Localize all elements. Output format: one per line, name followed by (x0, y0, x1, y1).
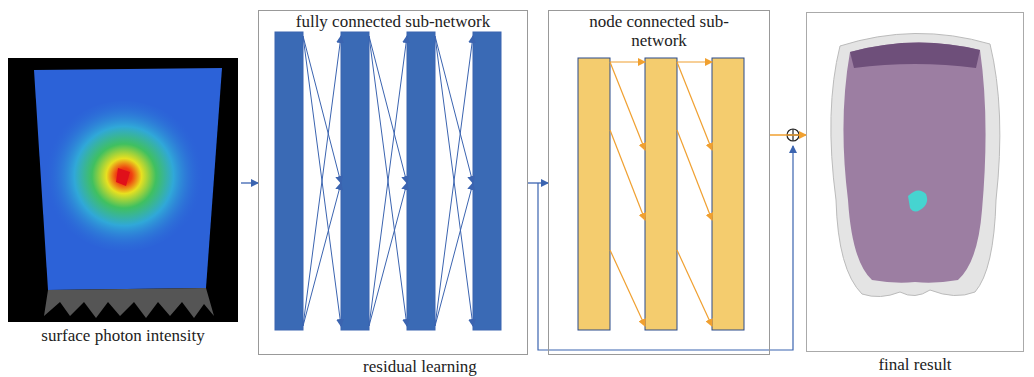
node-title: node connected sub-network (564, 11, 754, 50)
node-title: fully connected sub-network (259, 11, 527, 31)
label-patch (350, 357, 490, 377)
node-title: final result (797, 355, 1033, 374)
node-title: surface photon intensity (0, 326, 251, 345)
result-image (831, 33, 1000, 296)
fully-connected-layers (275, 32, 501, 330)
flow-arrow (528, 182, 548, 183)
subnetwork-box: node connected sub-network (548, 10, 770, 355)
path-label: residual learning (363, 357, 477, 376)
flow-arrow (770, 134, 806, 135)
image-panel: final result (806, 12, 1024, 352)
node-connected-layers (578, 58, 744, 330)
node-connections (610, 62, 712, 326)
photon-image (8, 58, 238, 322)
subnetwork-box: fully connected sub-network (258, 10, 528, 355)
full-connections (303, 36, 473, 326)
residual-path (538, 146, 793, 350)
image-panel: surface photon intensity (5, 56, 241, 324)
flow-arrow (241, 182, 258, 183)
